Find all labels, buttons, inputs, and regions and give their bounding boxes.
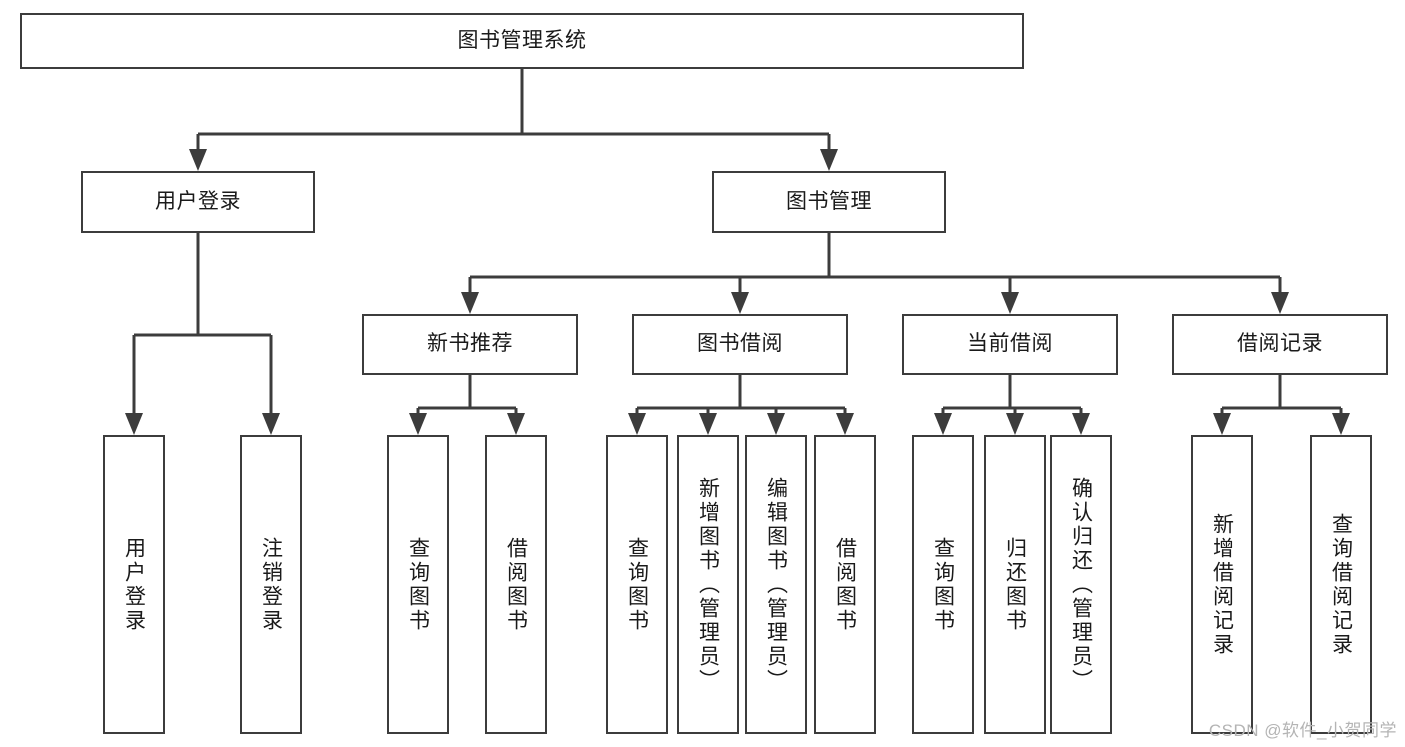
node-leaf-user-login-label: 用户登录 <box>122 536 146 633</box>
node-leaf-query-record-label: 查询借阅记录 <box>1329 512 1353 657</box>
node-leaf-borrow-book-1-label: 借阅图书 <box>504 536 528 633</box>
node-borrow-record[interactable]: 借阅记录 <box>1172 314 1388 375</box>
node-leaf-add-book-label: 新增图书（管理员） <box>696 476 720 693</box>
node-leaf-edit-book-label: 编辑图书（管理员） <box>764 476 788 693</box>
node-book-management[interactable]: 图书管理 <box>712 171 946 233</box>
node-book-management-label: 图书管理 <box>786 189 872 213</box>
node-leaf-query-record[interactable]: 查询借阅记录 <box>1310 435 1372 734</box>
node-leaf-confirm-return[interactable]: 确认归还（管理员） <box>1050 435 1112 734</box>
node-leaf-logout-label: 注销登录 <box>259 536 283 633</box>
node-book-borrow[interactable]: 图书借阅 <box>632 314 848 375</box>
node-leaf-edit-book[interactable]: 编辑图书（管理员） <box>745 435 807 734</box>
node-user-login[interactable]: 用户登录 <box>81 171 315 233</box>
node-leaf-user-login[interactable]: 用户登录 <box>103 435 165 734</box>
node-root-label: 图书管理系统 <box>457 28 587 52</box>
node-new-book-recommend[interactable]: 新书推荐 <box>362 314 578 375</box>
node-leaf-add-record[interactable]: 新增借阅记录 <box>1191 435 1253 734</box>
node-leaf-logout[interactable]: 注销登录 <box>240 435 302 734</box>
node-current-borrow[interactable]: 当前借阅 <box>902 314 1118 375</box>
node-leaf-confirm-return-label: 确认归还（管理员） <box>1069 476 1093 693</box>
node-user-login-label: 用户登录 <box>155 189 241 213</box>
node-leaf-return-book[interactable]: 归还图书 <box>984 435 1046 734</box>
node-leaf-borrow-book-2[interactable]: 借阅图书 <box>814 435 876 734</box>
node-leaf-return-book-label: 归还图书 <box>1003 536 1027 633</box>
node-leaf-query-book-2-label: 查询图书 <box>625 536 649 633</box>
node-leaf-query-book-2[interactable]: 查询图书 <box>606 435 668 734</box>
node-leaf-add-book[interactable]: 新增图书（管理员） <box>677 435 739 734</box>
node-leaf-query-book-1-label: 查询图书 <box>406 536 430 633</box>
node-leaf-borrow-book-2-label: 借阅图书 <box>833 536 857 633</box>
node-leaf-query-book-3[interactable]: 查询图书 <box>912 435 974 734</box>
node-new-book-recommend-label: 新书推荐 <box>427 332 513 356</box>
node-book-borrow-label: 图书借阅 <box>697 332 783 356</box>
node-leaf-borrow-book-1[interactable]: 借阅图书 <box>485 435 547 734</box>
node-root[interactable]: 图书管理系统 <box>20 13 1024 69</box>
node-leaf-add-record-label: 新增借阅记录 <box>1210 512 1234 657</box>
watermark-text: CSDN @软件_小贺同学 <box>1208 721 1397 740</box>
node-leaf-query-book-3-label: 查询图书 <box>931 536 955 633</box>
node-leaf-query-book-1[interactable]: 查询图书 <box>387 435 449 734</box>
node-borrow-record-label: 借阅记录 <box>1237 332 1323 356</box>
node-current-borrow-label: 当前借阅 <box>967 332 1053 356</box>
